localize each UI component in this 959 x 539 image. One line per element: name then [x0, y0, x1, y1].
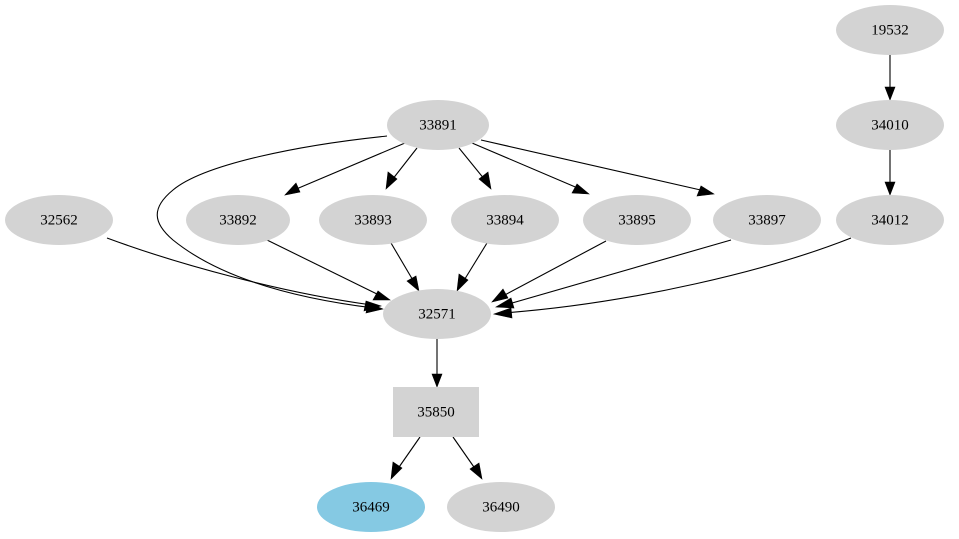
node-33892[interactable]: 33892: [186, 195, 290, 245]
node-19532[interactable]: 19532: [836, 5, 944, 55]
node-33893[interactable]: 33893: [319, 195, 427, 245]
node-34010[interactable]: 34010: [836, 100, 944, 150]
node-33897[interactable]: 33897: [713, 195, 821, 245]
edge-32562-32571: [106, 237, 383, 312]
node-shape-32562[interactable]: [5, 195, 113, 245]
edge-19532-34010: [884, 55, 896, 101]
node-32571[interactable]: 32571: [383, 289, 491, 339]
node-label-34010: 34010: [871, 117, 909, 133]
edge-35850-36490: [452, 436, 483, 480]
node-shape-19532[interactable]: [836, 5, 944, 55]
node-label-33894: 33894: [486, 212, 524, 228]
edge-33892-32571: [266, 239, 391, 301]
node-shape-34012[interactable]: [836, 195, 944, 245]
node-label-33893: 33893: [354, 212, 392, 228]
edge-32571-35850: [431, 339, 443, 388]
edge-33891-33897: [480, 139, 715, 197]
node-35850[interactable]: 35850: [393, 387, 479, 437]
node-shape-33893[interactable]: [319, 195, 427, 245]
edge-34012-32571: [492, 237, 852, 319]
node-label-32562: 32562: [40, 212, 78, 228]
edge-35850-36469: [390, 436, 421, 480]
edge-33893-32571: [390, 242, 420, 292]
node-shape-33897[interactable]: [713, 195, 821, 245]
node-label-32571: 32571: [418, 306, 456, 322]
node-label-33892: 33892: [219, 212, 257, 228]
node-34012[interactable]: 34012: [836, 195, 944, 245]
edge-33891-33892: [284, 142, 406, 196]
node-shape-33892[interactable]: [186, 195, 290, 245]
node-label-33897: 33897: [748, 212, 786, 228]
node-shape-34010[interactable]: [836, 100, 944, 150]
edge-33897-32571: [495, 239, 732, 309]
node-label-35850: 35850: [417, 404, 455, 420]
node-32562[interactable]: 32562: [5, 195, 113, 245]
node-label-19532: 19532: [871, 22, 909, 38]
node-shape-35850[interactable]: [393, 387, 479, 437]
node-36490[interactable]: 36490: [447, 482, 555, 532]
node-33895[interactable]: 33895: [583, 195, 691, 245]
edge-33891-33895: [471, 142, 590, 195]
node-label-36490: 36490: [482, 499, 520, 515]
node-label-36469: 36469: [352, 499, 390, 515]
node-label-33895: 33895: [618, 212, 656, 228]
edge-33891-33894: [458, 147, 492, 190]
node-33891[interactable]: 33891: [387, 100, 489, 150]
node-shape-36469[interactable]: [317, 482, 425, 532]
node-shape-33891[interactable]: [387, 100, 489, 150]
node-label-34012: 34012: [871, 212, 909, 228]
node-36469[interactable]: 36469: [317, 482, 425, 532]
node-shape-36490[interactable]: [447, 482, 555, 532]
edge-33894-32571: [456, 242, 488, 292]
node-label-33891: 33891: [419, 117, 457, 133]
edge-33895-32571: [491, 240, 607, 303]
node-shape-33895[interactable]: [583, 195, 691, 245]
node-33894[interactable]: 33894: [451, 195, 559, 245]
node-shape-32571[interactable]: [383, 289, 491, 339]
node-shape-33894[interactable]: [451, 195, 559, 245]
edge-34010-34012: [884, 150, 896, 196]
edge-33891-33893: [385, 147, 418, 190]
nodes-layer: 19532 34010 34012 33891 32562 33892: [5, 5, 944, 532]
edges-layer: [106, 55, 896, 480]
